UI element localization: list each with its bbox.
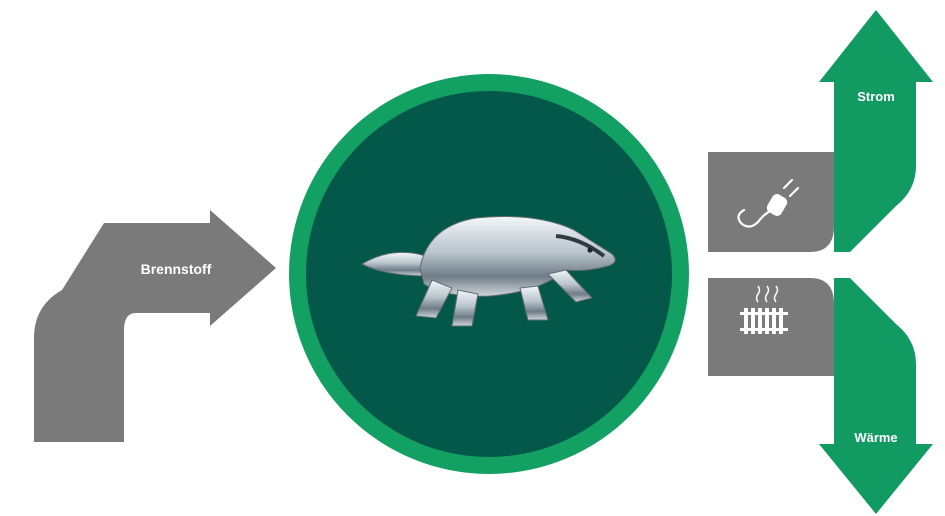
heat-block xyxy=(708,278,834,376)
output-bottom-label: Wärme xyxy=(854,430,897,445)
output-electricity: Strom xyxy=(708,10,933,252)
output-heat: Wärme xyxy=(708,278,933,514)
input-arrow: Brennstoff xyxy=(34,210,276,442)
input-arrow-body xyxy=(34,210,276,442)
output-top-label: Strom xyxy=(857,89,895,104)
input-label: Brennstoff xyxy=(141,261,212,277)
electricity-arrow xyxy=(819,10,933,252)
heat-arrow xyxy=(819,278,933,514)
center-unit xyxy=(289,74,689,474)
